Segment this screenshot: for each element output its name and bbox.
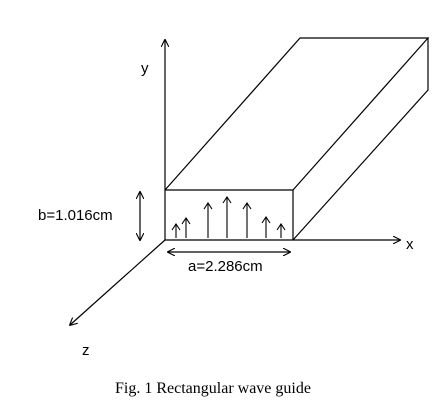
field-arrow-head <box>181 217 191 225</box>
y-axis-label: y <box>141 60 149 77</box>
waveguide-top-face <box>164 37 430 191</box>
z-axis-label: z <box>82 342 90 359</box>
field-arrow-head <box>171 223 181 231</box>
electric-field-arrows <box>171 196 286 238</box>
z-axis <box>70 239 166 325</box>
field-arrow-head <box>276 223 286 231</box>
field-arrow-head <box>222 196 232 204</box>
dimension-a-label: a=2.286cm <box>188 258 263 275</box>
waveguide-front-face <box>165 189 294 240</box>
field-arrow-head <box>261 216 271 224</box>
waveguide-side-face <box>292 38 429 241</box>
figure-caption: Fig. 1 Rectangular wave guide <box>115 380 311 397</box>
dimension-b-label: b=1.016cm <box>38 207 113 224</box>
x-axis-label: x <box>406 236 414 253</box>
field-arrow-head <box>242 202 252 210</box>
field-arrow-head <box>203 202 213 210</box>
